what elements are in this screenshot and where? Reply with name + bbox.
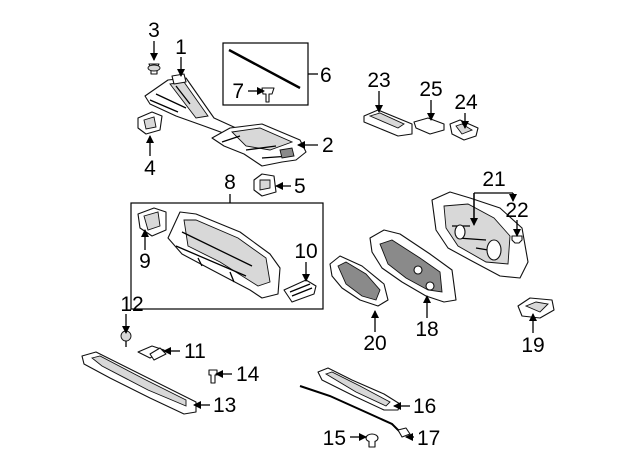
part-4-bracket bbox=[137, 111, 163, 135]
callout-25: 25 bbox=[419, 78, 442, 101]
part-25-bracket bbox=[413, 117, 445, 135]
callout-21: 21 bbox=[482, 168, 505, 191]
part-7-clip bbox=[261, 87, 275, 103]
callout-17: 17 bbox=[417, 427, 440, 450]
part-15-clip bbox=[365, 433, 379, 448]
part-12-bolt bbox=[120, 330, 132, 347]
part-6-weatherstrip bbox=[228, 48, 301, 91]
part-2-cowl-panel bbox=[211, 123, 307, 167]
part-1-cowl-top bbox=[144, 73, 237, 135]
callout-19: 19 bbox=[521, 334, 544, 357]
part-16-rail bbox=[317, 367, 401, 411]
callout-20: 20 bbox=[363, 332, 386, 355]
part-9-bracket bbox=[137, 207, 167, 237]
callout-13: 13 bbox=[213, 394, 236, 417]
callout-2: 2 bbox=[322, 134, 334, 157]
callout-7: 7 bbox=[232, 80, 244, 103]
callout-24: 24 bbox=[454, 91, 478, 114]
group-box-8 bbox=[130, 202, 324, 310]
part-14-bolt bbox=[208, 369, 218, 384]
callout-15: 15 bbox=[323, 427, 346, 450]
part-19-bracket bbox=[517, 297, 555, 319]
callout-11: 11 bbox=[184, 340, 206, 363]
callout-3: 3 bbox=[148, 19, 160, 42]
part-18-insulator bbox=[369, 229, 457, 303]
part-11-bracket bbox=[137, 345, 167, 361]
callout-6: 6 bbox=[320, 64, 332, 87]
callout-10: 10 bbox=[294, 240, 317, 263]
callout-12: 12 bbox=[120, 293, 143, 316]
callout-14: 14 bbox=[236, 363, 260, 386]
part-23-bracket bbox=[363, 109, 413, 137]
part-20-insulator bbox=[329, 255, 389, 307]
part-24-bracket bbox=[449, 119, 479, 141]
callout-22: 22 bbox=[505, 199, 528, 222]
callout-16: 16 bbox=[413, 395, 436, 418]
part-22-clip bbox=[511, 235, 523, 244]
part-5-bracket bbox=[253, 173, 277, 197]
callout-23: 23 bbox=[367, 69, 390, 92]
callout-8: 8 bbox=[224, 171, 236, 194]
callout-5: 5 bbox=[294, 175, 306, 198]
part-3-clip bbox=[147, 63, 161, 75]
part-17-cable bbox=[299, 385, 411, 438]
callout-9: 9 bbox=[139, 250, 151, 273]
callout-1: 1 bbox=[175, 36, 187, 59]
callout-4: 4 bbox=[144, 157, 156, 180]
leader-lines bbox=[122, 41, 537, 441]
part-10-bracket bbox=[283, 279, 317, 303]
part-8-cowl-top-panel bbox=[167, 211, 281, 299]
part-21-dash-panel bbox=[431, 191, 529, 279]
callout-18: 18 bbox=[415, 318, 438, 341]
part-13-reinforcement bbox=[81, 351, 197, 415]
